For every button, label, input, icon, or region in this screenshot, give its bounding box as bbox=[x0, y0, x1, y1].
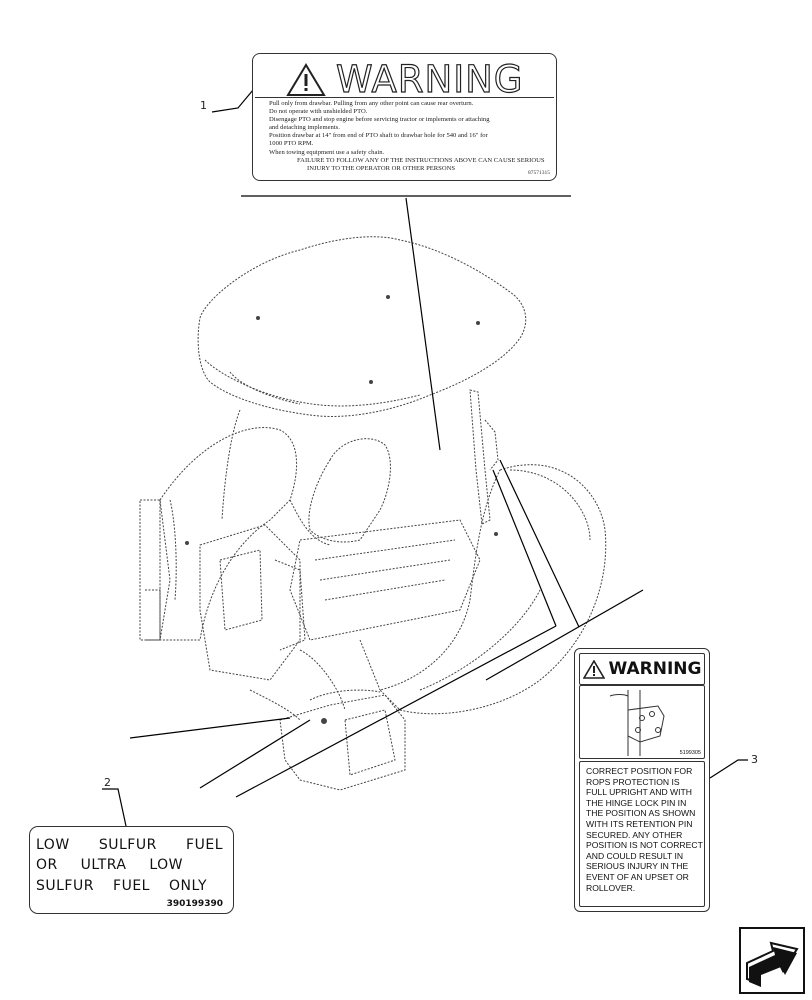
decal2-word: OR bbox=[36, 857, 58, 873]
decal1-part-number: 87571315 bbox=[528, 170, 550, 176]
decal2-word: LOW bbox=[149, 857, 183, 873]
rops-canopy bbox=[197, 236, 527, 417]
decal3-line: ROPS PROTECTION IS bbox=[586, 776, 680, 787]
decal1-header: WARNING bbox=[253, 57, 556, 102]
decal3-header: WARNING bbox=[579, 653, 705, 685]
next-page-arrow-icon bbox=[739, 927, 805, 994]
decal3-line: ROLLOVER. bbox=[586, 882, 636, 893]
rear-housing bbox=[199, 524, 301, 681]
warning-triangle-icon bbox=[582, 659, 605, 679]
rops-post-left bbox=[221, 409, 241, 521]
decal3-line: POSITION IS NOT CORRECT bbox=[586, 840, 703, 851]
decal2-word: ULTRA bbox=[80, 857, 127, 873]
decal3-pictogram: 5199305 bbox=[579, 685, 705, 759]
fuel-tank bbox=[279, 694, 406, 791]
decal1-line: FAILURE TO FOLLOW ANY OF THE INSTRUCTION… bbox=[297, 156, 545, 164]
decal3-line: WITH ITS RETENTION PIN bbox=[586, 818, 693, 829]
callout-3: 3 bbox=[751, 753, 758, 766]
decal2-word: SULFUR bbox=[98, 837, 157, 853]
decal1-title: WARNING bbox=[335, 57, 524, 101]
decal3-line: FULL UPRIGHT AND WITH bbox=[586, 787, 692, 798]
rops-warning-decal: WARNING 5199305 CORRECT POSITION FOR ROP… bbox=[574, 648, 710, 912]
decal1-line: INJURY TO THE OPERATOR OR OTHER PERSONS bbox=[307, 164, 456, 172]
rops-post-right bbox=[469, 389, 491, 525]
decal2-row-2: OR ULTRA LOW bbox=[36, 857, 183, 873]
decal2-word: LOW bbox=[36, 837, 70, 853]
decal1-line: Pull only from drawbar. Pulling from any… bbox=[269, 100, 474, 107]
callout-1: 1 bbox=[200, 99, 207, 112]
decal3-text: CORRECT POSITION FOR ROPS PROTECTION IS … bbox=[579, 761, 705, 907]
warning-decal-drawbar: WARNING Pull only from drawbar. Pulling … bbox=[252, 53, 557, 181]
decal1-line: 1000 PTO RPM. bbox=[269, 140, 314, 148]
decal3-line: AND COULD RESULT IN bbox=[586, 850, 684, 861]
operator-platform bbox=[289, 519, 481, 641]
callout-2: 2 bbox=[104, 776, 111, 789]
decal3-picture-number: 5199305 bbox=[679, 750, 701, 756]
decal3-line: SECURED. ANY OTHER bbox=[586, 829, 683, 840]
decal3-line: THE HINGE LOCK PIN IN bbox=[586, 797, 687, 808]
decal2-part-number: 390199390 bbox=[166, 899, 223, 909]
decal1-line: Do not operate with unshielded PTO. bbox=[269, 108, 368, 116]
decal1-line: When towing equipment use a safety chain… bbox=[269, 148, 385, 156]
decal3-line: EVENT OF AN UPSET OR bbox=[586, 871, 689, 882]
decal1-line: Position drawbar at 14" from end of PTO … bbox=[269, 132, 488, 140]
decal3-title: WARNING bbox=[608, 659, 702, 679]
hinge-pin-diagram-icon bbox=[609, 690, 665, 756]
decal1-line: and detaching implements. bbox=[269, 124, 340, 132]
decal1-body: Pull only from drawbar. Pulling from any… bbox=[269, 100, 546, 173]
decal2-row-1: LOW SULFUR FUEL bbox=[36, 837, 223, 853]
fuel-decal: LOW SULFUR FUEL OR ULTRA LOW SULFUR FUEL… bbox=[29, 826, 234, 914]
decal3-line: SERIOUS INJURY IN THE bbox=[586, 861, 689, 872]
decal3-line: CORRECT POSITION FOR bbox=[586, 766, 693, 776]
decal1-divider bbox=[255, 97, 554, 98]
next-page-button[interactable] bbox=[739, 927, 805, 994]
decal1-line: Disengage PTO and stop engine before ser… bbox=[269, 116, 490, 124]
right-fender bbox=[379, 464, 607, 715]
decal2-word: FUEL bbox=[113, 878, 150, 894]
decal2-word: SULFUR bbox=[36, 878, 94, 894]
decal3-line: THE POSITION AS SHOWN bbox=[586, 808, 696, 819]
left-fender bbox=[159, 427, 298, 641]
decal2-row-3: SULFUR FUEL ONLY bbox=[36, 878, 207, 894]
decal2-word: ONLY bbox=[169, 878, 207, 894]
warning-triangle-icon bbox=[285, 62, 326, 96]
decal2-word: FUEL bbox=[186, 837, 223, 853]
seat bbox=[308, 438, 391, 543]
